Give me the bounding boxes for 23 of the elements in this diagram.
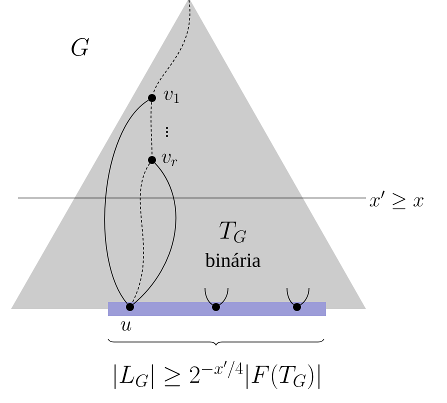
vdots: $\vdots$	[166, 126, 168, 138]
vertex-dot	[148, 156, 156, 164]
vertex-label: $v_r$	[162, 154, 178, 166]
vertex-dot	[148, 94, 156, 102]
tree-label: binária	[205, 252, 260, 268]
edge-line	[204, 288, 213, 306]
edge-line	[132, 162, 176, 305]
vertex-label: $v_1$	[164, 90, 179, 104]
bound-formula: $|L_G| \geq 2^{-x'/4}|F(T_G)|$	[114, 360, 320, 390]
edge-line	[150, 102, 152, 156]
edge-line	[104, 100, 149, 304]
edge-line	[132, 163, 150, 304]
vertex-dot	[212, 303, 220, 311]
vertex-label: $u$	[120, 321, 132, 331]
tree-label: $T_G$	[220, 222, 246, 243]
vertex-dot	[126, 303, 134, 311]
edge-line	[152, 0, 190, 94]
edge-line	[286, 288, 294, 305]
edge-line	[300, 288, 310, 306]
threshold-label: $x' \geq x$	[370, 190, 424, 210]
graph-label: $G$	[72, 38, 89, 56]
edge-line	[219, 288, 228, 306]
vertex-dot	[293, 303, 301, 311]
